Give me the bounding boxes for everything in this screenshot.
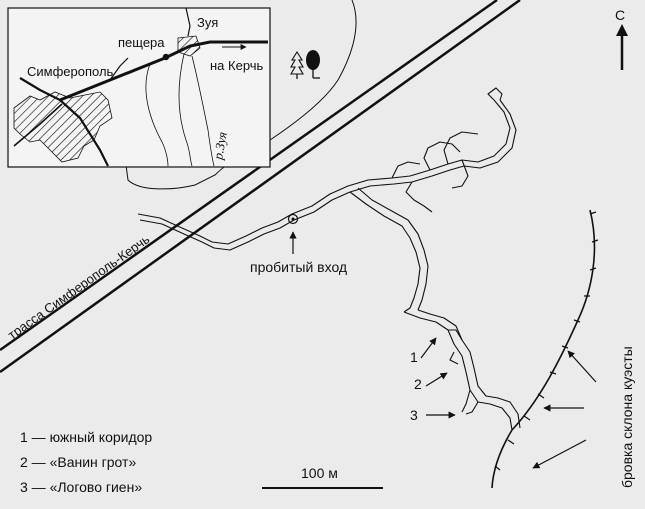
entrance-label: пробитый вход	[250, 259, 347, 275]
inset-map: Симферополь пещера Зуя на Керчь р.Зуя	[7, 7, 271, 168]
legend-item-3: 3 — «Логово гиен»	[20, 479, 142, 495]
city-area	[13, 91, 113, 163]
slope-arrows	[532, 350, 597, 469]
inset-village-label: Зуя	[197, 15, 218, 30]
legend-item-2: 2 — «Ванин грот»	[20, 454, 136, 470]
inset-rivers	[145, 53, 215, 167]
north-label: С	[615, 7, 625, 23]
scarp-label: бровка склона куэсты	[619, 346, 635, 488]
point-label-3: 3	[410, 407, 418, 423]
inset-cave-label: пещера	[118, 35, 165, 50]
cave-plan	[137, 87, 521, 431]
deciduous-tree-icon	[306, 50, 320, 79]
point-label-1: 1	[410, 349, 418, 365]
north-arrow	[616, 24, 628, 70]
tree-icon	[290, 50, 304, 79]
legend-item-1: 1 — южный коридор	[20, 429, 152, 445]
inset-direction-label: на Керчь	[210, 58, 264, 73]
highway	[0, 0, 521, 374]
point-arrows	[420, 337, 456, 419]
legend: 1 — южный коридор 2 — «Ванин грот» 3 — «…	[20, 429, 152, 495]
scarp-line	[491, 209, 599, 489]
inset-river-label: р.Зуя	[210, 131, 230, 162]
point-label-2: 2	[414, 376, 422, 392]
scale-label: 100 м	[301, 465, 338, 481]
entrance-marker	[287, 213, 299, 225]
entrance-dot	[291, 217, 295, 221]
cave-marker	[162, 53, 170, 61]
inset-city-label: Симферополь	[27, 64, 114, 79]
